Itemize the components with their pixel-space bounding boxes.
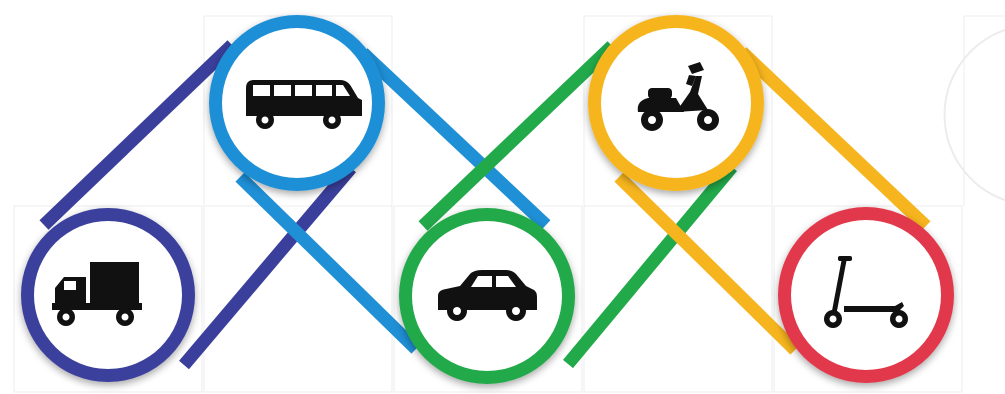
node-truck — [21, 208, 195, 382]
link-car-scooter-lower — [563, 162, 737, 369]
link-truck-limousine-lower — [179, 163, 356, 370]
limousine-icon — [246, 80, 362, 129]
link-limousine-car-lower — [235, 172, 421, 354]
link-limousine-car-upper — [358, 48, 551, 230]
link-scooter-kick-scooter-lower — [614, 172, 800, 355]
partial-ring-decoration — [943, 29, 1005, 201]
node-scooter — [588, 15, 764, 191]
kick-scooter-icon — [824, 256, 908, 328]
link-car-scooter-upper — [418, 41, 617, 231]
node-limousine — [209, 15, 385, 191]
node-kick-scooter — [778, 207, 954, 383]
link-truck-limousine-upper — [39, 40, 237, 230]
motor-scooter-icon — [637, 62, 719, 131]
link-scooter-kick-scooter-upper — [737, 47, 931, 231]
connector-bands — [39, 40, 931, 370]
truck-icon — [52, 262, 142, 326]
node-car — [399, 208, 575, 384]
car-icon — [438, 270, 537, 321]
